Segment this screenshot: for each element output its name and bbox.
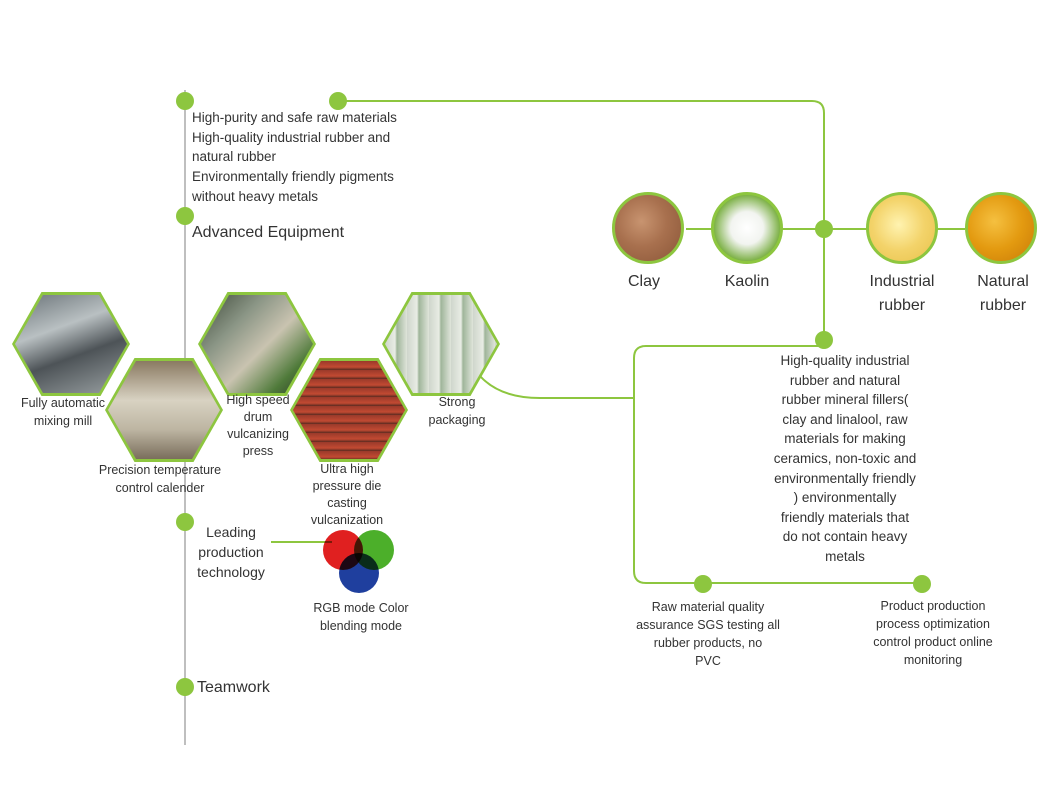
monitoring-caption: Product production process optimization … [873, 599, 993, 667]
node-raw-materials [176, 92, 194, 110]
natural-rubber-photo-icon [965, 192, 1037, 264]
natural-rubber-label: Natural rubber [977, 273, 1029, 314]
mixing-mill-photo-icon [12, 292, 130, 396]
rgb-caption: RGB mode Color blending mode [313, 601, 409, 633]
packaging-caption: Strong packaging [428, 395, 486, 427]
leading-technology-label: Leading production technology [197, 524, 265, 580]
kaolin-photo-icon [711, 192, 783, 264]
drum-press-photo-icon [198, 292, 316, 396]
industrial-rubber-label: Industrial rubber [869, 273, 935, 314]
clay-label: Clay [627, 273, 660, 290]
calender-photo-icon [105, 358, 223, 462]
node-fillers [815, 331, 833, 349]
advanced-equipment-label: Advanced Equipment [192, 224, 345, 241]
node-materials [815, 220, 833, 238]
raw-materials-text: High-purity and safe raw materials High-… [192, 110, 397, 204]
node-route-start [329, 92, 347, 110]
mixing-mill-caption: Fully automatic mixing mill [20, 396, 106, 428]
node-sgs [694, 575, 712, 593]
top-route-line [338, 100, 825, 340]
industrial-rubber-photo-icon [866, 192, 938, 264]
node-advanced-equipment [176, 207, 194, 225]
die-casting-caption: Ultra high pressure die casting vulcaniz… [310, 462, 384, 527]
kaolin-label: Kaolin [724, 273, 770, 290]
node-leading-technology [176, 513, 194, 531]
node-monitoring [913, 575, 931, 593]
node-teamwork [176, 678, 194, 696]
teamwork-label: Teamwork [197, 679, 270, 696]
fillers-description: High-quality industrial rubber and natur… [773, 353, 917, 564]
clay-photo-icon [612, 192, 684, 264]
equipment-route-line [479, 375, 634, 399]
sgs-caption: Raw material quality assurance SGS testi… [636, 600, 780, 668]
rgb-venn-icon [323, 530, 394, 593]
drum-press-caption: High speed drum vulcanizing press [226, 393, 290, 458]
calender-caption: Precision temperature control calender [98, 463, 222, 495]
